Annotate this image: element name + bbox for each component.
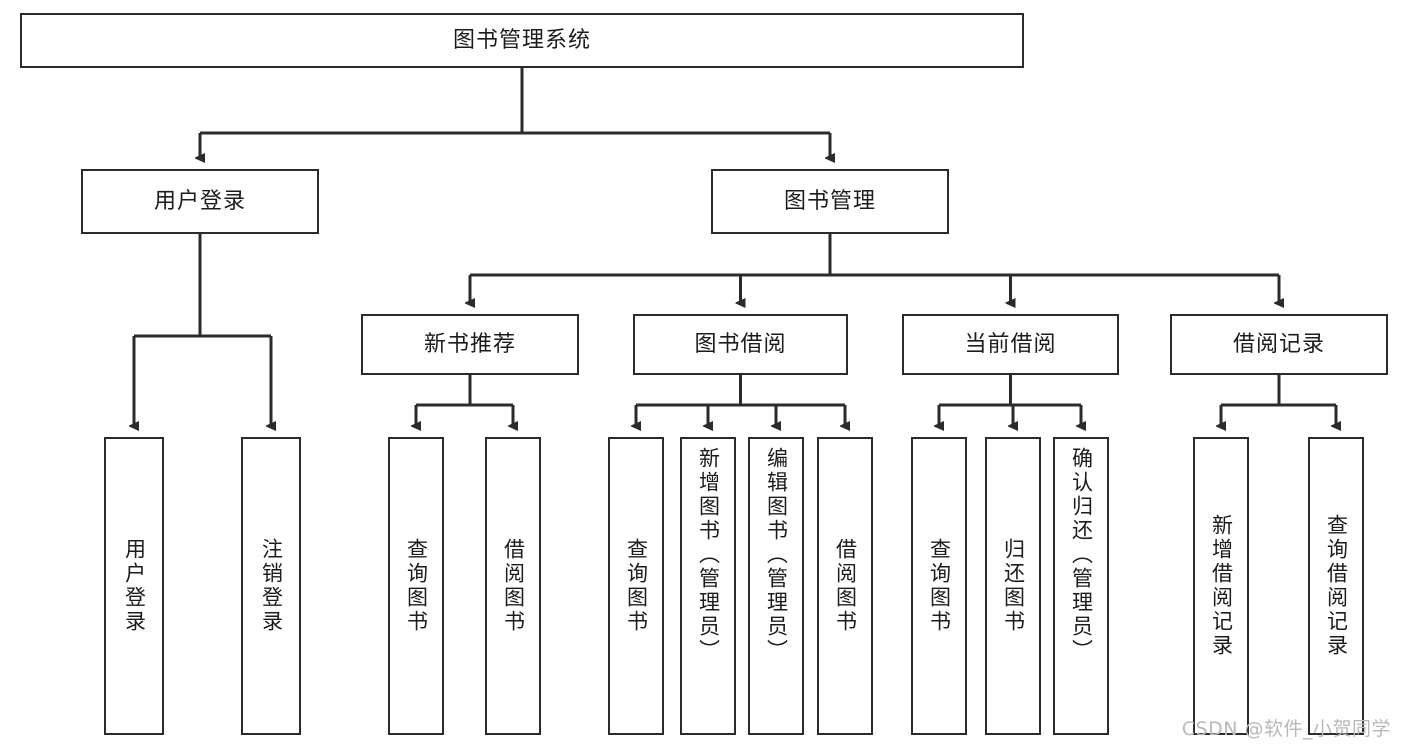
node-leaf-borrow-book-1[interactable]: 借阅图书 <box>485 437 541 735</box>
node-root[interactable]: 图书管理系统 <box>20 13 1024 68</box>
node-leaf-query-book-3[interactable]: 查询图书 <box>911 437 967 735</box>
node-book-borrow[interactable]: 图书借阅 <box>633 314 848 375</box>
csdn-watermark: CSDN @软件_小贺同学 <box>1181 718 1391 740</box>
node-leaf-query-borrow-record-label: 查询借阅记录 <box>1324 514 1349 658</box>
node-leaf-confirm-return-label: 确认归还（管理员） <box>1069 447 1094 663</box>
node-leaf-borrow-book-2[interactable]: 借阅图书 <box>817 437 873 735</box>
edges-group <box>134 68 1336 426</box>
node-leaf-add-book-label: 新增图书（管理员） <box>696 447 721 663</box>
node-book-manage-label: 图书管理 <box>783 188 876 214</box>
node-leaf-confirm-return[interactable]: 确认归还（管理员） <box>1053 437 1109 735</box>
node-new-book-recommend[interactable]: 新书推荐 <box>361 314 579 375</box>
node-leaf-query-book-1[interactable]: 查询图书 <box>388 437 444 735</box>
node-leaf-return-book-label: 归还图书 <box>1001 538 1026 634</box>
node-user-login-label: 用户登录 <box>153 188 246 214</box>
node-leaf-logout-login[interactable]: 注销登录 <box>241 437 301 735</box>
node-borrow-record-label: 借阅记录 <box>1232 331 1325 357</box>
node-leaf-edit-book-label: 编辑图书（管理员） <box>764 447 789 663</box>
node-current-borrow-label: 当前借阅 <box>964 331 1057 357</box>
node-leaf-return-book[interactable]: 归还图书 <box>985 437 1041 735</box>
node-leaf-query-book-1-label: 查询图书 <box>404 538 429 634</box>
node-new-book-recommend-label: 新书推荐 <box>423 331 516 357</box>
node-borrow-record[interactable]: 借阅记录 <box>1170 314 1388 375</box>
node-leaf-borrow-book-2-label: 借阅图书 <box>833 538 858 634</box>
node-leaf-user-login[interactable]: 用户登录 <box>104 437 164 735</box>
node-current-borrow[interactable]: 当前借阅 <box>902 314 1119 375</box>
node-leaf-add-borrow-record[interactable]: 新增借阅记录 <box>1193 437 1249 735</box>
node-book-manage[interactable]: 图书管理 <box>711 169 949 234</box>
node-leaf-query-book-2-label: 查询图书 <box>624 538 649 634</box>
node-leaf-query-book-3-label: 查询图书 <box>927 538 952 634</box>
node-book-borrow-label: 图书借阅 <box>694 331 787 357</box>
node-leaf-query-book-2[interactable]: 查询图书 <box>608 437 664 735</box>
node-leaf-borrow-book-1-label: 借阅图书 <box>501 538 526 634</box>
node-leaf-add-borrow-record-label: 新增借阅记录 <box>1209 514 1234 658</box>
node-leaf-add-book[interactable]: 新增图书（管理员） <box>680 437 736 735</box>
node-leaf-user-login-label: 用户登录 <box>122 538 147 634</box>
node-leaf-query-borrow-record[interactable]: 查询借阅记录 <box>1308 437 1364 735</box>
node-user-login[interactable]: 用户登录 <box>81 169 319 234</box>
node-root-label: 图书管理系统 <box>452 27 591 53</box>
node-leaf-logout-login-label: 注销登录 <box>259 538 284 634</box>
node-leaf-edit-book[interactable]: 编辑图书（管理员） <box>748 437 804 735</box>
